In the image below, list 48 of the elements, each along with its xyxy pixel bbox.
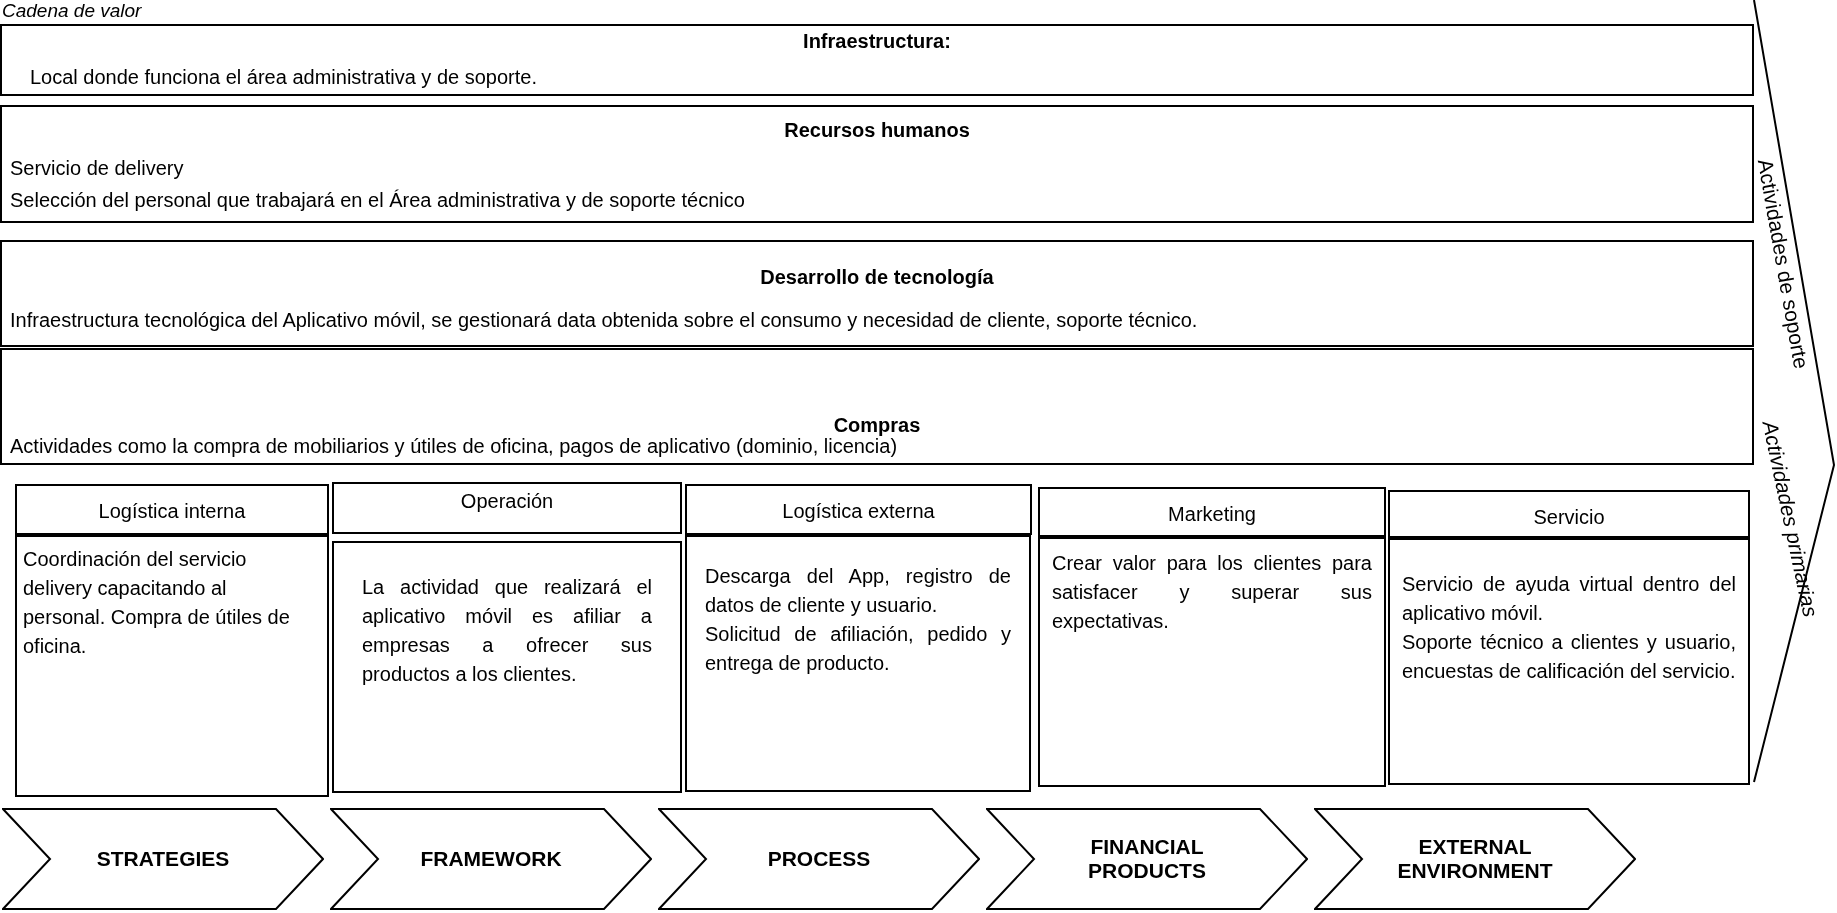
panel-heading: Compras	[832, 413, 922, 438]
column-header	[332, 482, 682, 534]
panel-heading: Infraestructura:	[802, 29, 952, 54]
column-heading: Servicio	[1532, 505, 1606, 530]
column-header	[685, 484, 1032, 535]
side-label: Actividades primarias	[1757, 417, 1824, 621]
side-label: Actividades de soporte	[1752, 156, 1815, 373]
activity-panel	[0, 105, 1754, 223]
stage-banner	[658, 808, 980, 910]
chevron-label: FRAMEWORK	[420, 847, 562, 871]
card-text: Soporte técnico a clientes y usuario, encuestas de calificación del servicio.	[1402, 630, 1736, 684]
column-heading: Operación	[459, 489, 555, 514]
panel-text: Actividades como la compra de mobiliarios y útiles de oficina, pagos de aplicativo (dominio, licencia)	[10, 435, 898, 459]
chevron-label: PROCESS	[767, 847, 871, 871]
column-heading: Logística externa	[781, 499, 936, 524]
card-text: Servicio de ayuda virtual dentro del aplicativo móvil.	[1402, 572, 1736, 626]
column-header	[15, 484, 329, 535]
panel-text: Servicio de delivery	[10, 156, 184, 181]
card-text: Descarga del App, registro de datos de cliente y usuario.	[705, 564, 1011, 618]
activity-card	[685, 535, 1031, 792]
column-heading: Logística interna	[97, 499, 247, 524]
column-header	[1388, 490, 1750, 538]
activity-panel	[0, 240, 1754, 347]
panel-text: Selección del personal que trabajará en el Área administrativa y de soporte técnico	[10, 188, 745, 213]
column-heading: Marketing	[1167, 502, 1257, 527]
card-text: Solicitud de afiliación, pedido y entrega de producto.	[705, 622, 1011, 676]
chevron-label: EXTERNAL ENVIRONMENT	[1396, 835, 1554, 883]
chevron-label: FINANCIAL PRODUCTS	[1087, 835, 1207, 883]
panel-text: Local donde funciona el área administrativa y de soporte.	[30, 65, 537, 90]
activity-card	[15, 535, 329, 797]
activity-panel	[0, 348, 1754, 465]
stage-banner	[1314, 808, 1636, 910]
card-text: Crear valor para los clientes para satisfacer y superar sus expectativas.	[1052, 551, 1372, 634]
panel-heading: Desarrollo de tecnología	[759, 265, 995, 290]
diagram-title: Cadena de valor	[2, 0, 142, 22]
panel-heading: Recursos humanos	[783, 118, 971, 143]
activity-card	[1388, 538, 1750, 785]
stage-banner	[330, 808, 652, 910]
stage-banner	[2, 808, 324, 910]
card-text: La actividad que realizará el aplicativo móvil es afiliar a empresas a ofrecer sus productos a los clientes.	[362, 575, 652, 687]
activity-card	[1038, 537, 1386, 787]
column-header	[1038, 487, 1386, 537]
stage-banner	[986, 808, 1308, 910]
card-text: Coordinación del servicio delivery capacitando al personal. Compra de útiles de oficina.	[23, 547, 291, 659]
activity-panel	[0, 24, 1754, 96]
chevron-label: STRATEGIES	[96, 847, 230, 871]
panel-text: Infraestructura tecnológica del Aplicativo móvil, se gestionará data obtenida sobre el consumo y necesidad de cliente, soporte técnico.	[10, 308, 1198, 333]
activity-card	[332, 541, 682, 793]
